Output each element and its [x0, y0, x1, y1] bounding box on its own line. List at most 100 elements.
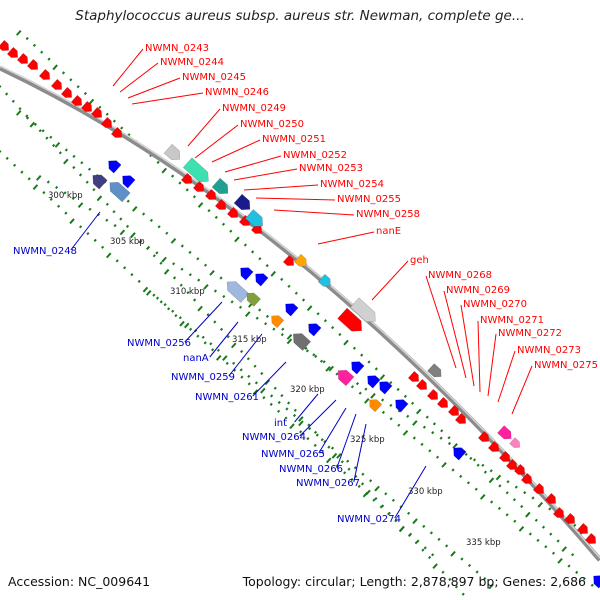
- scale-tick: [575, 570, 579, 574]
- scale-tick: [483, 576, 487, 581]
- forward-gene-label: geh: [410, 255, 429, 266]
- scale-tick: [387, 512, 391, 516]
- scale-tick: [40, 50, 44, 54]
- scale-tick: [87, 167, 92, 171]
- kbp-scale-label: 320 kbp: [290, 385, 325, 395]
- scale-tick: [374, 497, 378, 501]
- forward-gene-arrow: [509, 437, 520, 448]
- scale-tick: [431, 431, 435, 435]
- scale-tick: [285, 407, 289, 411]
- scale-tick: [72, 165, 76, 170]
- scale-tick: [101, 245, 105, 249]
- scale-tick: [431, 553, 435, 557]
- scale-tick: [361, 472, 365, 476]
- scale-tick: [203, 341, 207, 345]
- scale-tick: [399, 525, 405, 532]
- forward-gene-arrow: [6, 46, 18, 58]
- forward-label-leader: [273, 209, 355, 216]
- scale-tick: [495, 474, 502, 481]
- forward-gene-arrow: [110, 126, 122, 138]
- forward-gene-label: NWMN_0269: [446, 285, 510, 296]
- forward-gene-arrow: [427, 363, 442, 378]
- scale-tick: [69, 78, 73, 82]
- reverse-gene-arrow: [379, 381, 393, 395]
- forward-gene-arrow: [182, 157, 209, 183]
- scale-tick: [325, 457, 332, 464]
- scale-tick: [155, 251, 159, 255]
- scale-tick: [273, 386, 277, 390]
- scale-tick: [347, 467, 351, 471]
- scale-tick: [178, 316, 182, 320]
- scale-tick: [54, 142, 61, 148]
- scale-tick: [460, 557, 464, 561]
- forward-gene-arrow: [26, 58, 38, 70]
- forward-label-leader: [211, 139, 261, 163]
- scale-tick: [159, 261, 163, 265]
- scale-tick: [294, 291, 298, 295]
- forward-gene-label: NWMN_0252: [283, 150, 347, 161]
- scale-tick: [416, 539, 420, 543]
- kbp-scale-label: 315 kbp: [232, 335, 267, 345]
- reverse-gene-arrow: [240, 267, 254, 281]
- scale-tick: [152, 254, 156, 258]
- scale-tick: [209, 270, 215, 276]
- scale-tick: [372, 498, 376, 502]
- scale-tick: [306, 305, 313, 312]
- scale-tick: [316, 312, 320, 316]
- scale-tick: [120, 126, 124, 130]
- scale-tick: [459, 474, 463, 478]
- scale-tick: [5, 156, 9, 160]
- scale-tick: [85, 180, 89, 184]
- forward-gene-arrow: [513, 463, 525, 475]
- scale-tick: [197, 278, 201, 282]
- scale-tick: [113, 224, 117, 228]
- scale-tick: [286, 338, 293, 345]
- scale-tick: [551, 551, 556, 555]
- scale-tick: [215, 354, 222, 361]
- scale-tick: [367, 360, 371, 364]
- scale-tick: [159, 300, 163, 304]
- scale-tick: [258, 257, 262, 261]
- scale-tick: [287, 284, 291, 288]
- reverse-label-leader: [318, 407, 347, 454]
- scale-tick: [537, 501, 543, 508]
- scale-tick: [213, 289, 217, 293]
- scale-tick: [255, 316, 259, 320]
- scale-tick: [321, 450, 325, 454]
- scale-tick: [105, 112, 109, 116]
- reverse-label-leader: [228, 333, 263, 377]
- scale-tick: [251, 250, 255, 254]
- scale-tick: [488, 583, 494, 590]
- scale-tick: [582, 577, 586, 581]
- reverse-gene-label: NWMN_0264: [242, 432, 306, 443]
- scale-tick: [389, 403, 393, 407]
- scale-tick: [172, 262, 176, 266]
- scale-tick: [105, 218, 109, 222]
- scale-tick: [320, 438, 324, 442]
- scale-tick: [328, 365, 334, 372]
- scale-tick: [381, 398, 385, 402]
- scale-tick: [313, 430, 318, 434]
- scale-tick: [88, 207, 92, 211]
- scale-tick: [306, 437, 310, 441]
- reverse-gene-label: NWMN_0248: [13, 246, 77, 257]
- scale-tick: [197, 305, 203, 312]
- scale-tick: [590, 583, 594, 587]
- forward-gene-label: NWMN_0254: [320, 179, 384, 190]
- reverse-label-leader: [209, 321, 239, 358]
- reverse-gene-arrow: [369, 399, 383, 413]
- scale-tick: [230, 342, 237, 349]
- forward-gene-arrow: [576, 522, 588, 534]
- scale-tick: [46, 180, 50, 184]
- scale-tick: [72, 154, 76, 158]
- scale-tick: [165, 231, 169, 235]
- forward-gene-label: NWMN_0271: [480, 315, 544, 326]
- scale-tick: [498, 484, 502, 488]
- scale-tick: [197, 202, 204, 208]
- forward-label-leader: [255, 197, 336, 201]
- scale-tick: [201, 335, 205, 339]
- scale-tick: [277, 400, 281, 405]
- scale-tick: [45, 136, 49, 140]
